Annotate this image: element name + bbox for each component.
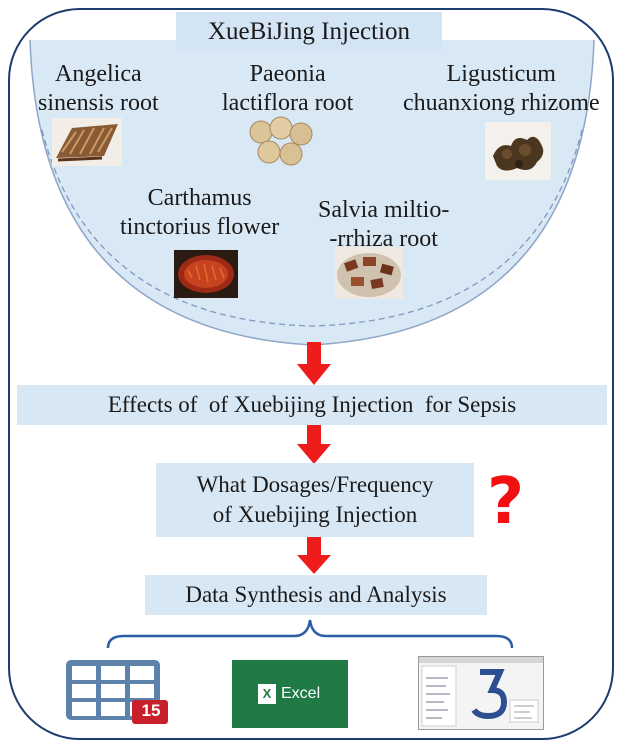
herb-label-line: chuanxiong rhizome [403, 90, 600, 116]
herb-label-line: Carthamus [147, 185, 252, 211]
excel-label: Excel [281, 685, 321, 702]
herb-label-paeonia: Paeonia lactiflora root [222, 60, 353, 118]
question-mark: ? [487, 465, 525, 539]
arrow-3 [297, 537, 331, 574]
dosage-box: What Dosages/Frequency of Xuebijing Inje… [156, 463, 474, 537]
dosage-line: What Dosages/Frequency [196, 472, 434, 497]
paeonia-photo [249, 116, 313, 166]
tools-bracket [106, 619, 514, 649]
herb-label-line: lactiflora root [222, 90, 354, 116]
excel-icon: X Excel [232, 660, 348, 728]
carthamus-photo [174, 250, 238, 298]
effects-text: Effects of of Xuebijing Injection for Se… [107, 392, 517, 417]
synthesis-text: Data Synthesis and Analysis [185, 582, 447, 607]
herb-label-line: Salvia miltio- [318, 197, 450, 223]
title-box: XueBiJing Injection [176, 12, 442, 52]
herb-label-carthamus: Carthamus tinctorius flower [120, 184, 279, 242]
outer-frame [8, 8, 614, 740]
angelica-photo [52, 118, 122, 166]
dosage-line: of Xuebijing Injection [212, 502, 418, 527]
stata-version: 15 [141, 701, 161, 720]
revman-window-icon [418, 656, 544, 730]
synthesis-box: Data Synthesis and Analysis [145, 575, 487, 615]
arrow-2 [297, 425, 331, 464]
stata-grid-icon [66, 660, 168, 724]
herb-label-line: Ligusticum [446, 61, 556, 87]
herb-label-line: sinensis root [38, 90, 159, 116]
herb-label-line: Angelica [55, 61, 142, 87]
herb-label-line: tinctorius flower [120, 214, 280, 240]
excel-logo-letter: X [262, 686, 272, 701]
bowl-inner-dashed [41, 129, 583, 327]
revman-icon [418, 656, 544, 730]
ligusticum-photo [485, 122, 551, 180]
stata-icon: 15 [66, 660, 170, 724]
effects-box: Effects of of Xuebijing Injection for Se… [17, 385, 607, 425]
herb-label-line: Paeonia [249, 61, 326, 87]
herb-label-salvia: Salvia miltio- -rrhiza root [318, 196, 449, 254]
page-title: XueBiJing Injection [207, 18, 411, 45]
arrow-1 [297, 342, 331, 385]
herb-label-ligusticum: Ligusticum chuanxiong rhizome [403, 60, 600, 118]
salvia-photo [335, 247, 403, 299]
herb-label-angelica: Angelica sinensis root [38, 60, 159, 118]
excel-logo: X [258, 684, 276, 704]
